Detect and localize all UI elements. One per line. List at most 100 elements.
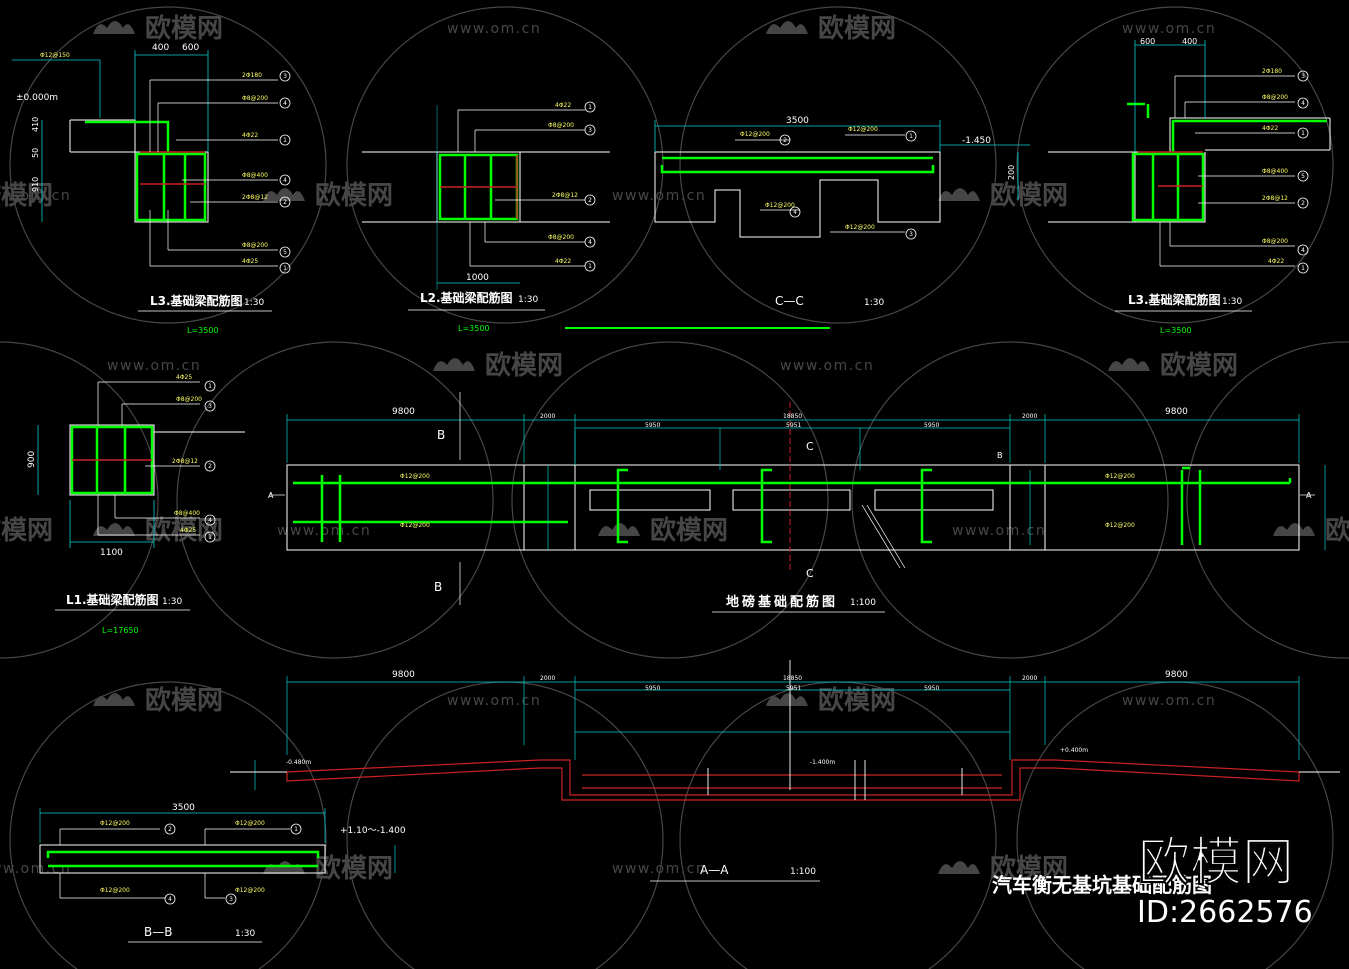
l3-left-scale: 1:30	[244, 298, 264, 308]
bb-rebar-1: Φ12@200	[235, 820, 265, 827]
l3-left-mark-6: 1	[283, 265, 287, 272]
l3-left-rebar-3: 4Φ22	[242, 132, 258, 139]
l1-width: 1100	[100, 548, 123, 558]
stamp-brand: 欧模网	[1138, 833, 1294, 893]
plan-dim-3: 2000	[1022, 413, 1037, 420]
watermark-ring	[1186, 341, 1349, 659]
watermark-brand: 欧模网	[990, 180, 1068, 211]
l2-width: 1000	[466, 273, 489, 283]
watermark-brand: 欧模网	[315, 853, 393, 884]
l3-right-rebar-3: Φ8@400	[1262, 168, 1288, 175]
watermark-logo: 欧模网	[93, 515, 223, 546]
l3-right-scale: 1:30	[1222, 297, 1242, 307]
bb-rebar-3: Φ12@200	[235, 887, 265, 894]
l2-mark-3: 4	[588, 239, 592, 246]
l1-rebar-0: 4Φ25	[176, 374, 192, 381]
l3-left-rebar-4: Φ8@400	[242, 172, 268, 179]
watermark-brand: 欧模网	[0, 515, 53, 546]
l3-right-dim-b: 400	[1182, 37, 1197, 46]
aa-elev-2: +0.400m	[1060, 747, 1088, 754]
l1-rebar-4: 4Φ25	[180, 527, 196, 534]
watermark-logo: 欧模网	[433, 350, 563, 381]
sofa-icon	[938, 861, 980, 874]
plan-dim-4: 9800	[1165, 407, 1188, 417]
l3-right-mark-0: 3	[1301, 73, 1305, 80]
l2-rebar-3: Φ8@200	[548, 234, 574, 241]
l3-left-mark-2: 1	[283, 137, 287, 144]
watermark-url: www.om.cn	[0, 188, 71, 204]
l3-right-dim-a: 600	[1140, 37, 1155, 46]
bb-elevation: +1.10～-1.400	[340, 826, 406, 836]
l3-right-rebar-1: Φ8@200	[1262, 94, 1288, 101]
watermark-ring	[9, 6, 327, 324]
watermark-brand: 欧模网	[485, 350, 563, 381]
l3-left-title: L3.基础梁配筋图	[150, 293, 243, 308]
watermark-url: www.om.cn	[0, 861, 71, 877]
section-cc: 3500 -1.450 200 Φ12@200 Φ12@200 Φ12@200 …	[565, 116, 1030, 329]
l3-left-mark-5: 5	[283, 249, 287, 256]
plan-section-c-bottom: C	[806, 567, 814, 580]
l1-length: L=17650	[102, 626, 139, 635]
l3-left-mark-4: 2	[283, 199, 287, 206]
watermark-url: www.om.cn	[277, 523, 371, 539]
l2-mark-2: 2	[588, 197, 592, 204]
sofa-icon	[766, 693, 808, 706]
watermark-ring	[0, 341, 159, 659]
l2-rebar-1: Φ8@200	[548, 122, 574, 129]
l3-left-mark-0: 3	[283, 73, 287, 80]
l2-mark-1: 3	[588, 127, 592, 134]
watermark-brand: 欧模网	[315, 180, 393, 211]
plan-rebar-3: Φ12@200	[1105, 522, 1135, 529]
l3-left-rebar-2: Φ8@200	[242, 95, 268, 102]
aa-subdim-0: 5950	[645, 685, 660, 692]
l3-right-rebar-0: 2Φ180	[1262, 68, 1282, 75]
detail-l1: 900 1100 4Φ25 Φ8@200 2Φ8@12 Φ8@400 4Φ25 …	[27, 374, 245, 635]
plan-section-c-top: C	[806, 440, 814, 453]
plan-rebar-0: Φ12@200	[400, 473, 430, 480]
watermark-brand: 欧模网	[650, 515, 728, 546]
l2-length: L=3500	[458, 324, 490, 333]
l1-mark-3: 4	[208, 517, 212, 524]
l3-right-mark-2: 1	[1301, 130, 1305, 137]
watermark-url: www.om.cn	[612, 861, 706, 877]
watermark-url: www.om.cn	[1122, 21, 1216, 37]
l3-left-mark-3: 4	[283, 177, 287, 184]
brand-stamp: 欧模网 ID:2662576	[1137, 833, 1313, 930]
bb-mark-2: 4	[168, 896, 172, 903]
plan-title: 地磅基础配筋图	[726, 594, 838, 610]
l1-mark-0: 1	[208, 383, 212, 390]
l3-left-dim-a: 400	[152, 43, 169, 53]
l1-rebar-2: 2Φ8@12	[172, 458, 198, 465]
plan-section-b-bottom: B	[434, 580, 442, 594]
aa-dim-2: 18850	[783, 675, 802, 682]
cc-width: 3500	[786, 116, 809, 126]
aa-dim-3: 2000	[1022, 675, 1037, 682]
bb-width: 3500	[172, 803, 195, 813]
watermark-logo: 欧模网	[938, 853, 1068, 884]
bb-mark-1: 1	[294, 826, 298, 833]
watermark-brand: 欧模网	[145, 13, 223, 44]
cc-rebar-0: Φ12@200	[740, 131, 770, 138]
watermark-url: www.om.cn	[612, 188, 706, 204]
watermark-brand: 欧模网	[990, 853, 1068, 884]
l3-right-rebar-2: 4Φ22	[1262, 125, 1278, 132]
l1-height: 900	[27, 451, 37, 468]
cc-mark-0: 2	[783, 137, 787, 144]
sofa-icon	[938, 188, 980, 201]
detail-l2: 1000 4Φ22 Φ8@200 2Φ8@12 Φ8@200 4Φ22 1 3 …	[362, 101, 610, 333]
l3-left-rebar-0: Φ12@150	[40, 52, 70, 59]
watermark-url: www.om.cn	[447, 693, 541, 709]
l3-right-rebar-6: 4Φ22	[1268, 258, 1284, 265]
cc-elevation: -1.450	[962, 136, 991, 146]
watermark-logo: 欧模网	[0, 180, 53, 211]
sofa-icon	[1108, 358, 1150, 371]
section-bb: 3500 +1.10～-1.400 Φ12@200 Φ12@200 Φ12@20…	[39, 803, 406, 943]
watermark-logo: 欧模网	[1108, 350, 1238, 381]
sofa-icon	[766, 21, 808, 34]
watermark-url: www.om.cn	[780, 358, 874, 374]
bb-mark-3: 3	[229, 896, 233, 903]
cc-mark-2: 4	[793, 209, 797, 216]
aa-subdim-1: 5951	[786, 685, 801, 692]
